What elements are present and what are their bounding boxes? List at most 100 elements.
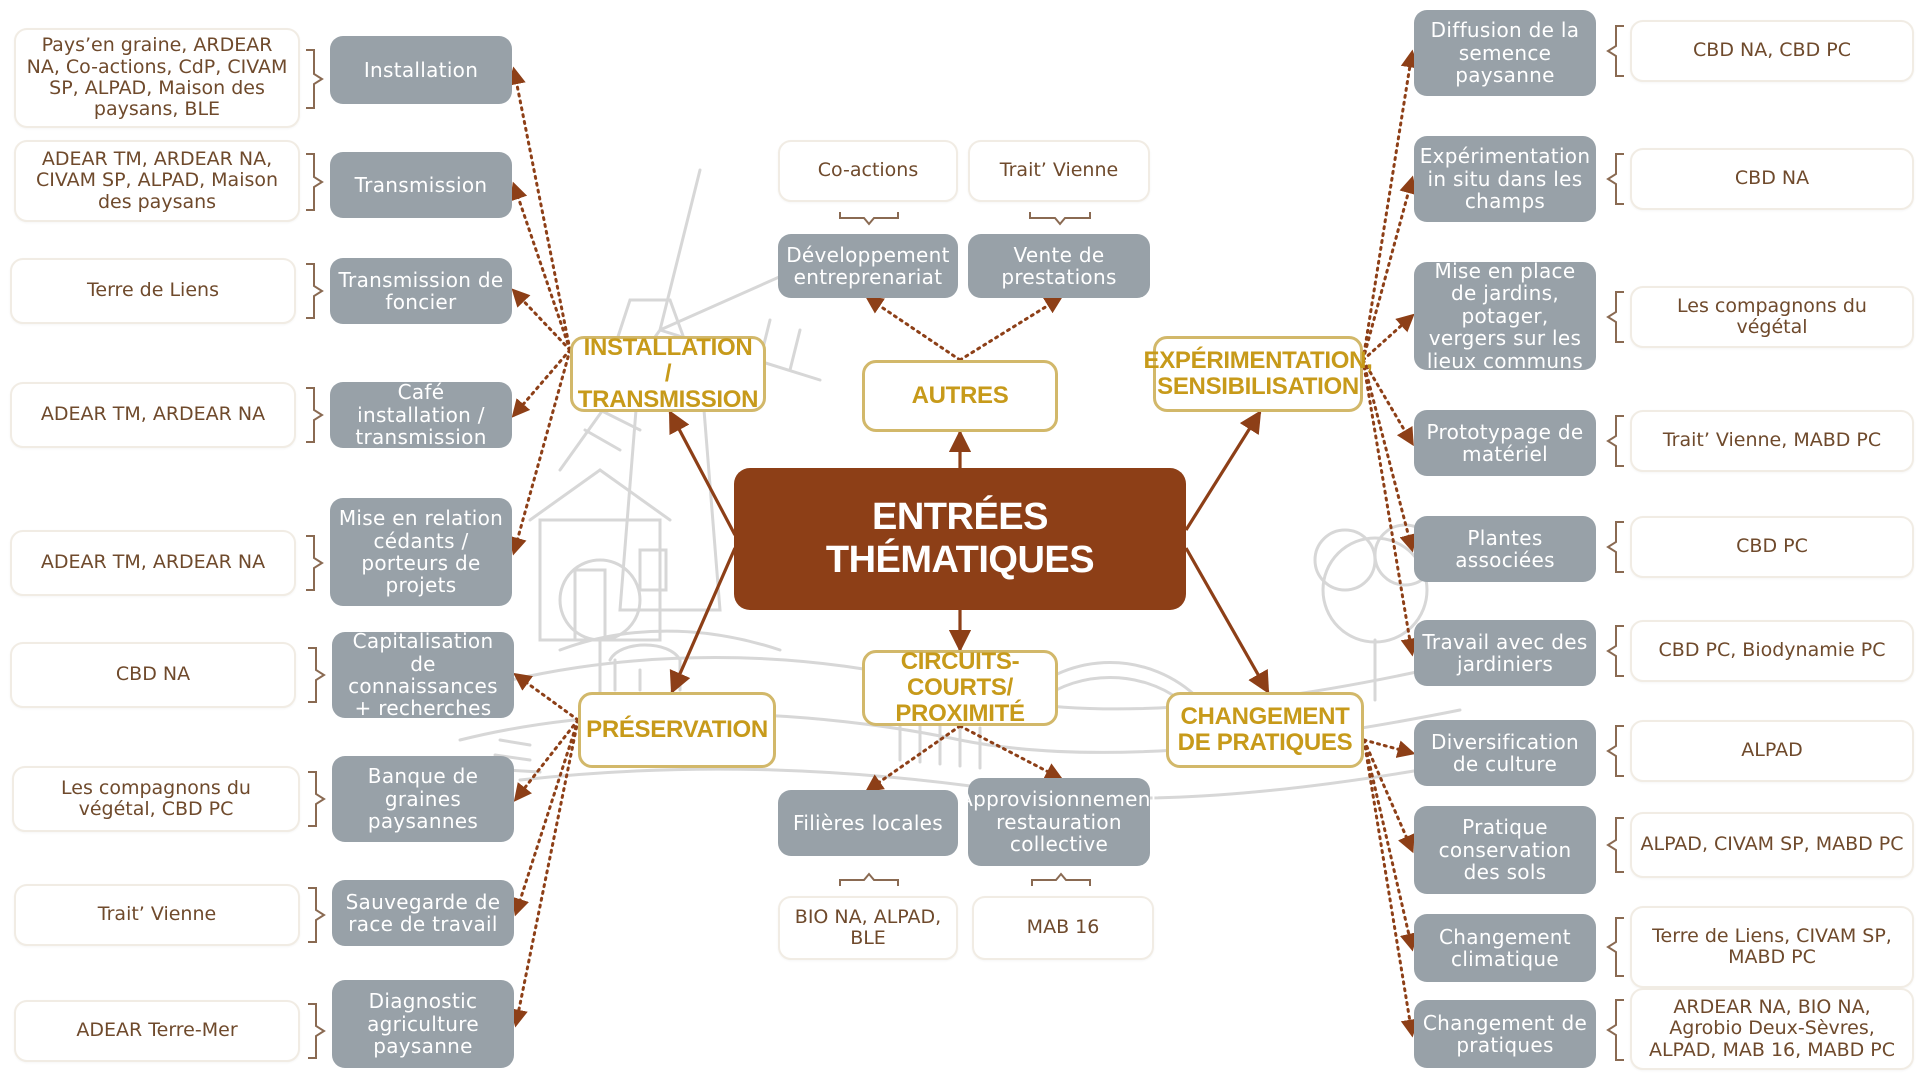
link-preservation-sub-1 [513,718,580,802]
link-autres-sub-0 [865,295,962,362]
link-experimentation-sub-5 [1361,358,1419,657]
link-changement-sub-3 [1362,738,1419,1038]
org-list-transmission-foncier: Terre de Liens [10,258,296,324]
brace-diffusion [1606,25,1624,77]
subtopic-changement-pratiques: Changement de pratiques [1414,1000,1596,1068]
org-list-diagnostic: ADEAR Terre-Mer [14,1000,300,1062]
link-center-experimentation [1184,410,1262,531]
org-list-diversification: ALPAD [1630,720,1914,782]
brace-diversification [1606,725,1624,777]
central-topic: ENTRÉES THÉMATIQUES [734,468,1186,610]
brace-transmission [306,153,324,211]
brace-developpement [839,212,899,226]
brace-filieres [839,872,899,886]
link-experimentation-sub-2 [1361,313,1415,362]
brace-prototypage [1606,415,1624,467]
subtopic-cafe-installation: Café installation / transmission [330,381,512,448]
brace-in-situ [1606,153,1624,205]
subtopic-mise-en-place-jardins: Mise en place de jardins, potager, verge… [1414,260,1596,372]
brace-installation [306,49,324,109]
org-list-sauvegarde-race: Trait’ Vienne [14,884,300,946]
subtopic-prototypage: Prototypage de matériel [1414,410,1596,476]
org-list-mise-en-place-jardins: Les compagnons du végétal [1630,286,1914,348]
theme-experimentation-sensibilisation: EXPÉRIMENTATION, SENSIBILISATION [1144,336,1373,412]
link-changement-sub-2 [1362,738,1418,952]
brace-capitalisation [308,647,326,703]
org-list-approvisionnement: MAB 16 [972,896,1154,960]
link-installation-sub-1 [510,181,572,352]
subtopic-capitalisation: Capitalisation de connaissances + recher… [332,630,514,720]
theme-autres: AUTRES [862,360,1058,432]
org-list-vente-prestations: Trait’ Vienne [968,140,1150,202]
brace-approvisionnement [1031,872,1091,886]
org-list-filieres-locales: BIO NA, ALPAD, BLE [778,896,958,960]
brace-cafe [306,387,324,443]
link-preservation-sub-0 [513,672,580,722]
org-list-cafe-installation: ADEAR TM, ARDEAR NA [10,382,296,448]
link-preservation-sub-2 [511,718,580,917]
subtopic-experimentation-in-situ: Expérimentation in situ dans les champs [1414,136,1596,222]
brace-jardins [1606,291,1624,343]
brace-mise-en-relation [306,535,324,591]
subtopic-vente-prestations: Vente de prestations [968,234,1150,298]
org-list-installation: Pays’en graine, ARDEAR NA, Co-actions, C… [14,28,300,128]
link-circuits-sub-1 [958,724,1064,780]
link-center-preservation [669,547,737,695]
link-experimentation-sub-3 [1361,358,1414,447]
subtopic-installation: Installation [330,36,512,104]
subtopic-banque-graines: Banque de graines paysannes [332,756,514,842]
subtopic-diversification: Diversification de culture [1414,720,1596,786]
link-changement-sub-0 [1362,738,1416,758]
subtopic-plantes-associees: Plantes associées [1414,516,1596,582]
theme-installation-transmission: INSTALLATION / TRANSMISSION [570,335,766,412]
subtopic-diagnostic: Diagnostic agriculture paysanne [332,980,514,1068]
org-list-capitalisation: CBD NA [10,642,296,708]
link-preservation-sub-3 [510,718,580,1028]
org-list-changement-climatique: Terre de Liens, CIVAM SP, MABD PC [1630,906,1914,988]
link-autres-sub-1 [958,296,1064,362]
subtopic-transmission-foncier: Transmission de foncier [330,258,512,324]
org-list-changement-pratiques: ARDEAR NA, BIO NA, Agrobio Deux-Sèvres, … [1630,988,1914,1070]
org-list-experimentation-in-situ: CBD NA [1630,148,1914,210]
brace-pratiques [1606,999,1624,1061]
org-list-diffusion-semence: CBD NA, CBD PC [1630,20,1914,82]
org-list-banque-graines: Les compagnons du végétal, CBD PC [12,766,300,832]
subtopic-changement-climatique: Changement climatique [1414,914,1596,982]
subtopic-mise-en-relation: Mise en relation cédants / porteurs de p… [330,498,512,606]
subtopic-travail-jardiniers: Travail avec des jardiniers [1414,620,1596,686]
link-circuits-sub-0 [865,724,962,793]
brace-climatique [1606,917,1624,977]
org-list-conservation-sols: ALPAD, CIVAM SP, MABD PC [1630,812,1914,878]
subtopic-approvisionnement: Approvisionnement restauration collectiv… [959,778,1159,866]
org-list-prototypage: Trait’ Vienne, MABD PC [1630,410,1914,472]
link-experimentation-sub-1 [1361,175,1417,362]
link-installation-sub-2 [511,288,572,352]
subtopic-developpement: Développement entreprenariat [778,234,958,298]
theme-changement-pratiques: CHANGEMENT DE PRATIQUES [1166,692,1364,768]
brace-diagnostic [308,1003,326,1059]
org-list-travail-jardiniers: CBD PC, Biodynamie PC [1630,620,1914,682]
brace-sauvegarde [308,887,326,943]
link-installation-sub-4 [509,348,572,556]
subtopic-sauvegarde-race: Sauvegarde de race de travail [332,880,514,946]
theme-circuits-courts: CIRCUITS-COURTS/ PROXIMITÉ [862,649,1058,726]
brace-sols [1606,817,1624,873]
link-changement-sub-1 [1362,738,1415,854]
subtopic-filieres-locales: Filières locales [778,790,958,856]
link-center-installation [668,410,737,536]
subtopic-diffusion-semence: Diffusion de la semence paysanne [1414,10,1596,96]
org-list-transmission: ADEAR TM, ARDEAR NA, CIVAM SP, ALPAD, Ma… [14,140,300,222]
org-list-mise-en-relation: ADEAR TM, ARDEAR NA [10,530,296,596]
brace-vente [1029,212,1091,226]
link-center-changement [1184,547,1270,694]
theme-preservation: PRÉSERVATION [578,692,776,768]
brace-plantes [1606,521,1624,573]
org-list-plantes-associees: CBD PC [1630,516,1914,578]
brace-jardiniers [1606,625,1624,677]
org-list-developpement: Co-actions [778,140,958,202]
link-installation-sub-0 [507,66,572,352]
link-installation-sub-3 [511,348,572,418]
brace-foncier [306,263,324,319]
